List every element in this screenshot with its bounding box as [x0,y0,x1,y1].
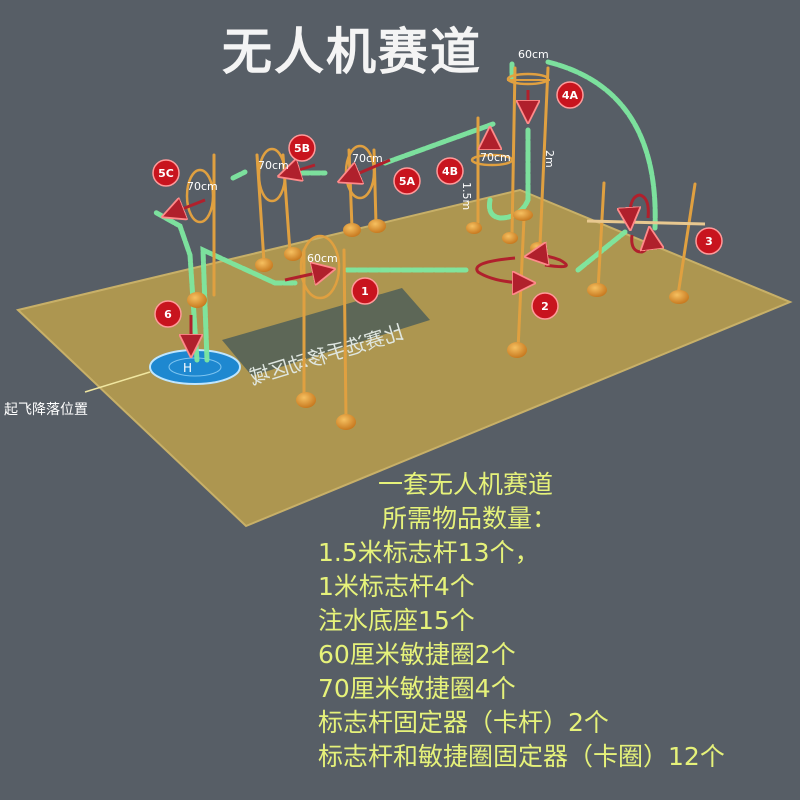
takeoff-pointer-line [84,371,151,393]
badge-3: 3 [695,227,723,255]
svg-text:70cm: 70cm [258,159,289,172]
materials-item: 60厘米敏捷圈2个 [318,640,516,669]
takeoff-label: 起飞降落位置 [4,402,88,418]
materials-item: 标志杆和敏捷圈固定器（卡圈）12个 [318,742,725,771]
gate-badges: 1 2 3 4A 4B 5A 5B 5C 6 [152,81,723,328]
svg-text:4B: 4B [442,165,458,178]
badge-4b: 4B [436,157,464,185]
svg-text:2: 2 [541,300,549,313]
badge-6: 6 [154,300,182,328]
materials-item: 1.5米标志杆13个， [318,538,540,567]
badge-5c: 5C [152,159,180,187]
materials-item: 注水底座15个 [318,606,475,635]
svg-text:70cm: 70cm [187,180,218,193]
size-labels: 60cm 60cm 70cm 70cm 70cm 70cm 2m 1.5m [187,48,556,265]
svg-text:6: 6 [164,308,172,321]
badge-5a: 5A [393,167,421,195]
svg-text:70cm: 70cm [352,152,383,165]
badge-5b: 5B [288,134,316,162]
materials-heading-line1: 一套无人机赛道 [378,470,554,499]
svg-text:2m: 2m [543,150,556,168]
svg-text:5B: 5B [294,142,310,155]
svg-text:60cm: 60cm [518,48,549,61]
page-title: 无人机赛道 [222,23,482,81]
svg-text:70cm: 70cm [480,151,511,164]
svg-text:3: 3 [705,235,713,248]
badge-1: 1 [351,277,379,305]
svg-text:5C: 5C [158,167,174,180]
materials-item: 1米标志杆4个 [318,572,475,601]
materials-item: 70厘米敏捷圈4个 [318,674,516,703]
crossbar-3 [586,219,706,226]
badge-4a: 4A [556,81,584,109]
svg-text:1.5m: 1.5m [460,182,473,210]
svg-text:H: H [183,361,192,375]
svg-text:5A: 5A [399,175,416,188]
svg-text:60cm: 60cm [307,252,338,265]
materials-list: 一套无人机赛道 所需物品数量： 1.5米标志杆13个， 1米标志杆4个 注水底座… [318,468,725,774]
direction-arrows [167,90,650,352]
svg-text:4A: 4A [562,89,579,102]
materials-heading-line2: 所需物品数量： [382,504,558,533]
materials-item: 标志杆固定器（卡杆）2个 [318,708,609,737]
svg-text:1: 1 [361,285,369,298]
badge-2: 2 [531,292,559,320]
